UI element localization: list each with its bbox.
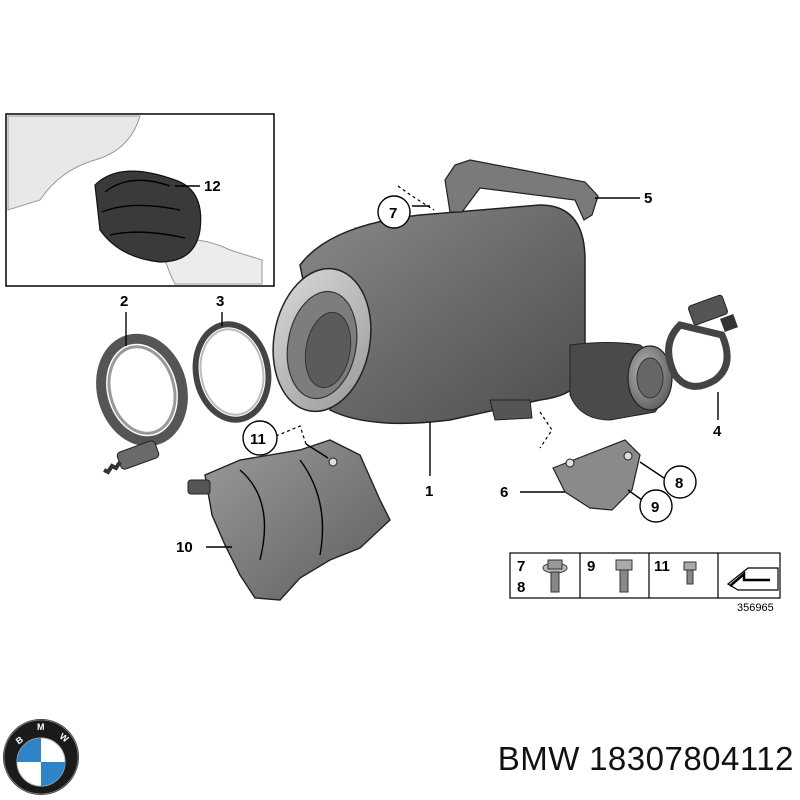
callout-circle-8 [663,465,697,499]
small-screw-icon [683,561,697,585]
particulate-filter-icon [272,204,673,425]
lower-bracket-icon [552,439,641,511]
callout-7: 7 [389,205,397,222]
diagram-number: 356965 [737,602,774,614]
callout-2: 2 [120,293,128,310]
legend-8: 8 [517,579,525,596]
pipe-clamp-icon [665,294,738,390]
part-caption: BMW 18307804112 [409,740,794,784]
installation-direction-icon [726,567,779,591]
callout-circle-11 [242,420,278,456]
legend-7: 7 [517,558,525,575]
v-band-clamp-icon [96,333,188,475]
heat-shield-icon [187,439,391,601]
callout-5: 5 [644,190,652,207]
brand-name: BMW [497,740,580,777]
bmw-logo: B M W [3,719,79,795]
hex-bolt-icon [615,559,633,593]
legend-9: 9 [587,558,595,575]
upper-bracket-icon [444,159,599,221]
flange-bolt-icon [542,559,568,593]
callout-4: 4 [713,423,722,440]
callout-1: 1 [425,483,433,500]
callout-circle-7 [377,195,411,229]
svg-text:M: M [37,722,45,732]
callout-8: 8 [675,475,683,492]
callout-9: 9 [651,499,659,516]
callout-6: 6 [500,484,508,501]
gasket-ring-icon [192,321,272,423]
legend-11: 11 [654,558,670,575]
callout-3: 3 [216,293,224,310]
callout-10: 10 [176,539,193,556]
inset-detail-hose: 12 [5,113,275,287]
callout-12: 12 [204,178,221,195]
callout-circle-9 [639,489,673,523]
hose-sleeve-icon [94,170,202,263]
callout-11: 11 [250,431,266,448]
fastener-legend: 7 8 9 11 356965 [509,552,781,614]
part-number: 18307804112 [589,740,794,777]
svg-text:B: B [14,734,25,746]
